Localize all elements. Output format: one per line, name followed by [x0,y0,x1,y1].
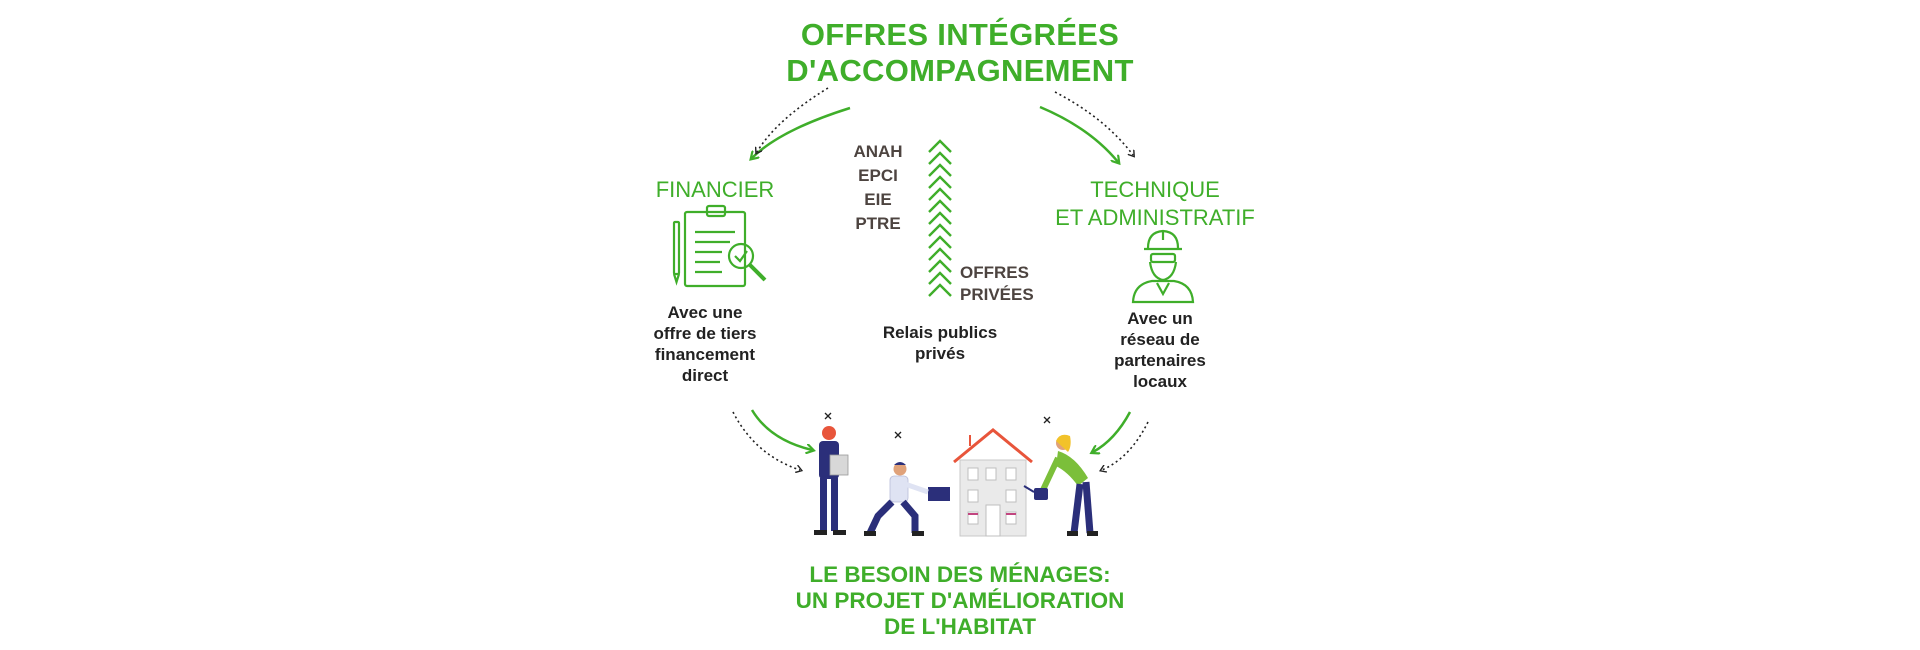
public-offer-item: EIE [864,190,892,209]
technique-desc-line1: Avec un [1127,309,1193,328]
household-illustration [814,412,1098,537]
bottom-title-line1: LE BESOIN DES MÉNAGES: [809,562,1111,587]
technique-label: TECHNIQUE ET ADMINISTRATIF [1040,176,1270,232]
bottom-title: LE BESOIN DES MÉNAGES: UN PROJET D'AMÉLI… [710,562,1210,640]
private-offers-line2: PRIVÉES [960,285,1034,304]
technique-desc-line2: réseau de [1120,330,1200,349]
relais-line1: Relais publics [882,323,998,342]
financier-desc-line3: financement [654,345,756,364]
private-offers-label: OFFRES PRIVÉES [960,262,1070,306]
arrow-bottom-right [1093,411,1132,452]
top-title-line2: D'ACCOMPAGNEMENT [786,53,1134,88]
public-offer-item: ANAH [853,142,903,161]
technique-desc-line3: partenaires [1114,351,1206,370]
financier-desc-line1: Avec une [667,303,743,322]
financier-desc-line2: offre de tiers [653,324,757,343]
clipboard-magnifier-icon [672,204,767,288]
technique-desc-line4: locaux [1133,372,1187,391]
relais-line2: privés [914,344,966,363]
relais-label: Relais publics privés [855,322,1025,364]
top-title-line1: OFFRES INTÉGRÉES [800,17,1120,52]
arrow-top-right [1039,105,1118,162]
arrow-top-left [752,106,851,158]
financier-desc-line4: direct [681,366,729,385]
dotted-arrow-top-left [757,87,829,152]
technique-label-line2: ET ADMINISTRATIF [1055,205,1255,230]
financier-label: FINANCIER [655,177,775,202]
technician-helmet-icon [1131,229,1195,304]
public-offer-item: EPCI [858,166,898,185]
financier-description: Avec une offre de tiers financement dire… [630,302,780,386]
bottom-title-line2: UN PROJET D'AMÉLIORATION [795,588,1125,613]
technique-label-line1: TECHNIQUE [1090,177,1220,202]
chevron-up-column-icon [928,139,952,297]
public-offers-list: ANAH EPCI EIE PTRE [840,140,916,236]
top-title: OFFRES INTÉGRÉES D'ACCOMPAGNEMENT [710,17,1210,89]
dotted-arrow-bottom-right [1102,421,1149,470]
arrow-bottom-left [750,409,812,450]
dotted-arrow-top-right [1054,91,1133,155]
public-offer-item: PTRE [855,214,901,233]
bottom-title-line3: DE L'HABITAT [884,614,1036,639]
dotted-arrow-bottom-left [732,411,800,470]
private-offers-line1: OFFRES [960,263,1029,282]
technique-description: Avec un réseau de partenaires locaux [1085,308,1235,392]
